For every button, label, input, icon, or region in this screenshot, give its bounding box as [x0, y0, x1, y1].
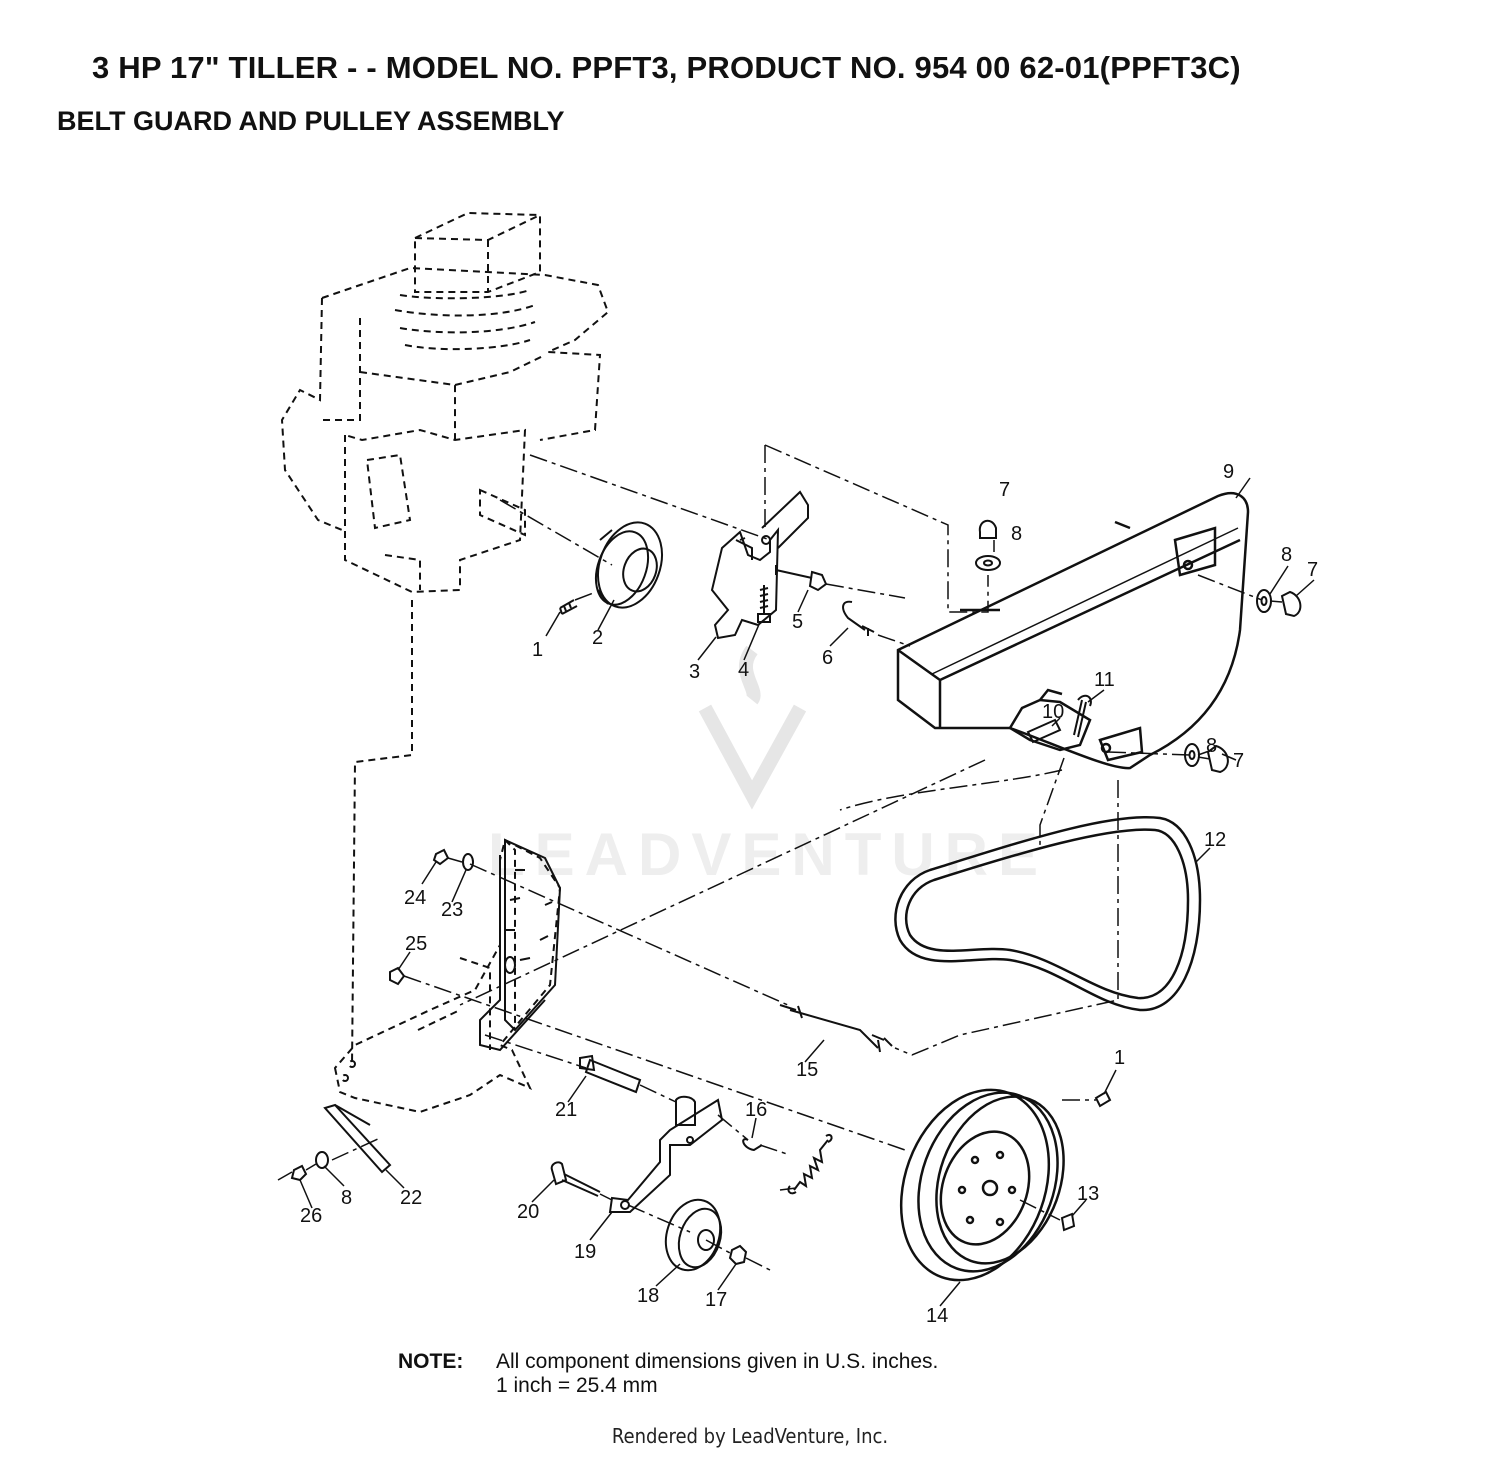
guard-bracket [710, 490, 809, 640]
set-screw-1b [1094, 1090, 1112, 1108]
callout-5: 5 [792, 611, 803, 633]
callout-18: 18 [637, 1285, 659, 1307]
callout-1a: 1 [532, 639, 543, 661]
page-title: 3 HP 17" TILLER - - MODEL NO. PPFT3, PRO… [92, 50, 1241, 85]
callout-8d: 8 [341, 1187, 352, 1209]
callout-8a: 8 [1011, 523, 1022, 545]
callout-8c: 8 [1206, 735, 1217, 757]
washer-8d [315, 1151, 329, 1169]
bolt-11 [1073, 694, 1092, 738]
callout-13: 13 [1077, 1183, 1099, 1205]
nut-25 [389, 966, 406, 986]
note-line-2: 1 inch = 25.4 mm [496, 1374, 658, 1397]
engine-pulley [594, 521, 663, 609]
watermark-logo [698, 645, 807, 810]
callout-22: 22 [400, 1187, 422, 1209]
idler-pulley-18 [664, 1198, 723, 1272]
acorn-nut-7c [1206, 744, 1229, 774]
callout-21: 21 [555, 1099, 577, 1121]
drive-belt [894, 816, 1202, 1012]
callout-4: 4 [738, 659, 749, 681]
callout-7c: 7 [1233, 750, 1244, 772]
frame-plate-solid [479, 838, 562, 1052]
note-line-1: All component dimensions given in U.S. i… [496, 1350, 939, 1373]
bolt-5 [775, 565, 828, 592]
callout-labels: 1 2 3 4 5 6 7 8 9 8 7 11 10 8 7 12 24 23… [300, 461, 1318, 1327]
spring [787, 1133, 833, 1195]
callout-9: 9 [1223, 461, 1234, 483]
belt-guard [896, 491, 1250, 770]
callout-11: 11 [1094, 669, 1115, 691]
page-subtitle: BELT GUARD AND PULLEY ASSEMBLY [57, 106, 565, 136]
callout-12: 12 [1204, 829, 1226, 851]
note-text: All component dimensions given in U.S. i… [496, 1350, 938, 1398]
nut-26 [290, 1164, 308, 1182]
screw-4 [757, 585, 771, 623]
callout-19: 19 [574, 1241, 596, 1263]
leader-lines [299, 477, 1315, 1307]
footer-credit: Rendered by LeadVenture, Inc. [611, 1424, 889, 1448]
rod-15 [779, 1004, 893, 1053]
acorn-nut-7b [1280, 590, 1302, 618]
engine-outline [280, 211, 610, 1066]
callout-23: 23 [441, 899, 463, 921]
washer-8a [975, 555, 1001, 571]
acorn-nut-7a [978, 519, 997, 539]
callout-7b: 7 [1307, 559, 1318, 581]
dimension-note: NOTE: All component dimensions given in U… [398, 1350, 938, 1398]
idler-arm-19 [608, 1095, 724, 1213]
key-13 [1060, 1212, 1076, 1232]
callout-17: 17 [705, 1289, 727, 1311]
callout-2: 2 [592, 627, 603, 649]
hook-rod-6 [842, 600, 875, 636]
bracket-22 [323, 1103, 392, 1174]
washer-8b [1256, 589, 1272, 613]
callout-15: 15 [796, 1059, 818, 1081]
washer-23 [462, 853, 474, 871]
nut-24 [432, 848, 450, 866]
callout-24: 24 [404, 887, 426, 909]
callout-25: 25 [405, 933, 427, 955]
frame-plate [333, 838, 562, 1114]
callout-6: 6 [822, 647, 833, 669]
callout-8b: 8 [1281, 544, 1292, 566]
main-pulley-14 [899, 1088, 1065, 1282]
spacer-21 [579, 1054, 642, 1094]
bolt-20 [550, 1161, 601, 1197]
note-label: NOTE: [398, 1350, 464, 1373]
callout-3: 3 [689, 661, 700, 683]
callout-16: 16 [745, 1099, 767, 1121]
callout-26: 26 [300, 1205, 322, 1227]
callout-14: 14 [926, 1305, 948, 1327]
nut-17 [728, 1244, 748, 1266]
set-screw-1a [559, 599, 578, 615]
assembly-lines [277, 444, 1283, 1271]
guard-tab-10 [1026, 718, 1062, 744]
callout-1b: 1 [1114, 1047, 1125, 1069]
callout-10: 10 [1042, 701, 1064, 723]
callout-20: 20 [517, 1201, 539, 1223]
clip-16 [742, 1138, 763, 1152]
callout-7a: 7 [999, 479, 1010, 501]
